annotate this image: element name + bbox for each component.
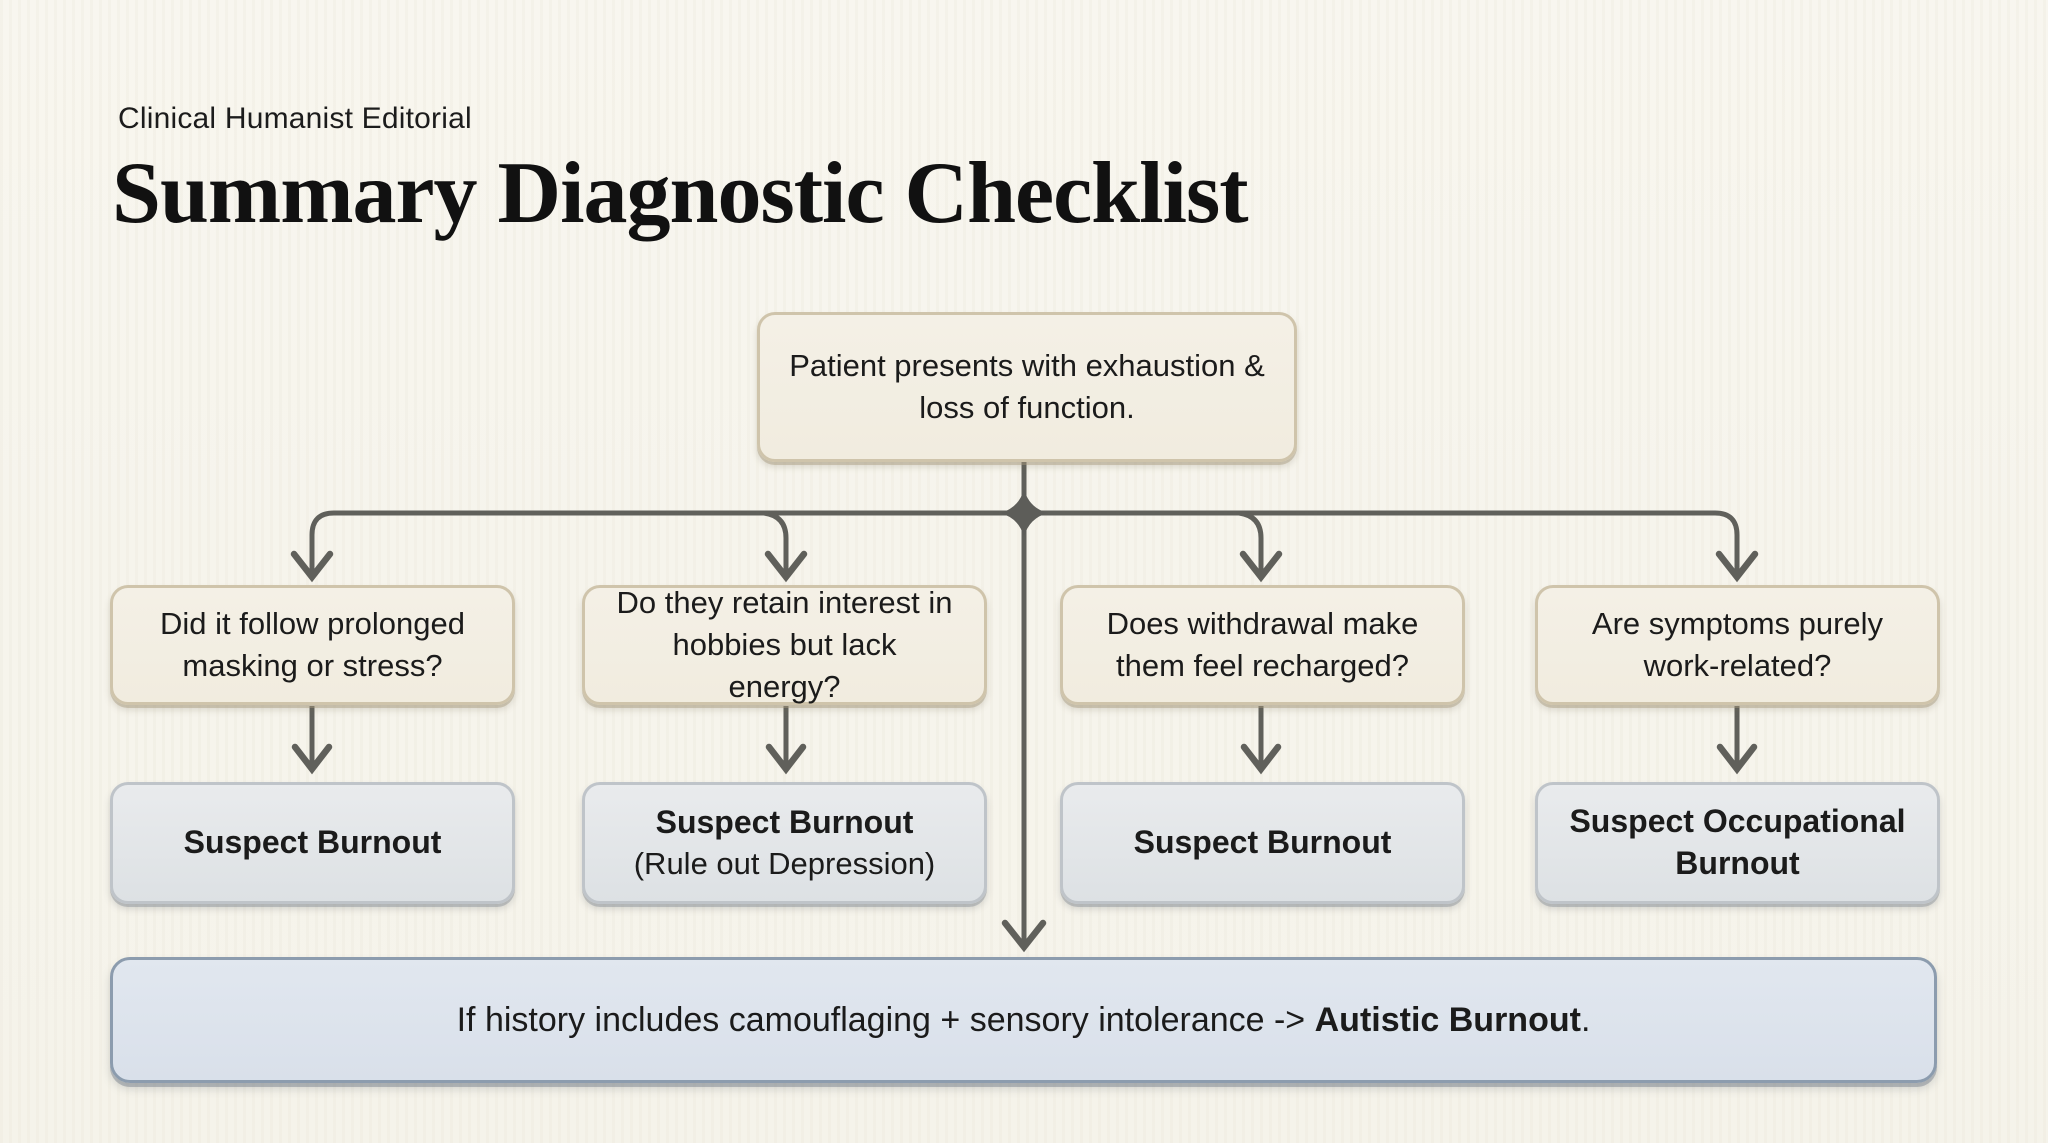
result-node-3: Suspect Burnout — [1060, 782, 1465, 904]
arrowhead-q2-icon — [764, 550, 808, 583]
result-node-1: Suspect Burnout — [110, 782, 515, 904]
result-text: Suspect Burnout — [655, 804, 914, 841]
result-note: (Rule out Depression) — [633, 845, 936, 881]
question-text: Are symptoms purely work-related? — [1591, 606, 1884, 683]
result-text: Suspect Burnout — [183, 824, 442, 861]
root-node-text: Patient presents with exhaustion & loss … — [789, 348, 1265, 425]
footer-text-suffix: . — [1580, 1000, 1591, 1039]
arrowhead-footer-icon — [1001, 919, 1047, 953]
arrowhead-q4-icon — [1715, 550, 1759, 583]
arrowhead-r4-icon — [1716, 743, 1758, 775]
footer-text-prefix: If history includes camouflaging + senso… — [456, 1000, 1315, 1039]
arrowhead-r2-icon — [765, 743, 807, 775]
arrowhead-r3-icon — [1240, 743, 1282, 775]
question-text: Does withdrawal make them feel recharged… — [1106, 606, 1419, 683]
footer-text-bold: Autistic Burnout — [1314, 1000, 1581, 1039]
arrowhead-q3-icon — [1239, 550, 1283, 583]
footer-text: If history includes camouflaging + senso… — [457, 1001, 1591, 1040]
question-node-3: Does withdrawal make them feel recharged… — [1060, 585, 1465, 705]
root-node: Patient presents with exhaustion & loss … — [757, 312, 1297, 462]
arrowhead-r1-icon — [291, 743, 333, 775]
footer-node: If history includes camouflaging + senso… — [110, 957, 1937, 1083]
arrowhead-q1-icon — [290, 550, 334, 583]
question-node-2: Do they retain interest in hobbies but l… — [582, 585, 987, 705]
connector-drop-3 — [1238, 510, 1264, 576]
page-title: Summary Diagnostic Checklist — [112, 145, 1249, 242]
result-node-4: Suspect Occupational Burnout — [1535, 782, 1940, 904]
question-node-1: Did it follow prolonged masking or stres… — [110, 585, 515, 705]
result-text: Suspect Burnout — [1133, 824, 1392, 861]
connector-drop-2 — [763, 510, 789, 576]
question-node-4: Are symptoms purely work-related? — [1535, 585, 1940, 705]
result-node-2: Suspect Burnout (Rule out Depression) — [582, 782, 987, 904]
question-text: Do they retain interest in hobbies but l… — [616, 585, 953, 704]
junction-diamond-icon — [1000, 489, 1048, 537]
eyebrow-label: Clinical Humanist Editorial — [118, 102, 472, 135]
result-text: Suspect Occupational Burnout — [1569, 803, 1906, 881]
question-text: Did it follow prolonged masking or stres… — [159, 606, 465, 683]
